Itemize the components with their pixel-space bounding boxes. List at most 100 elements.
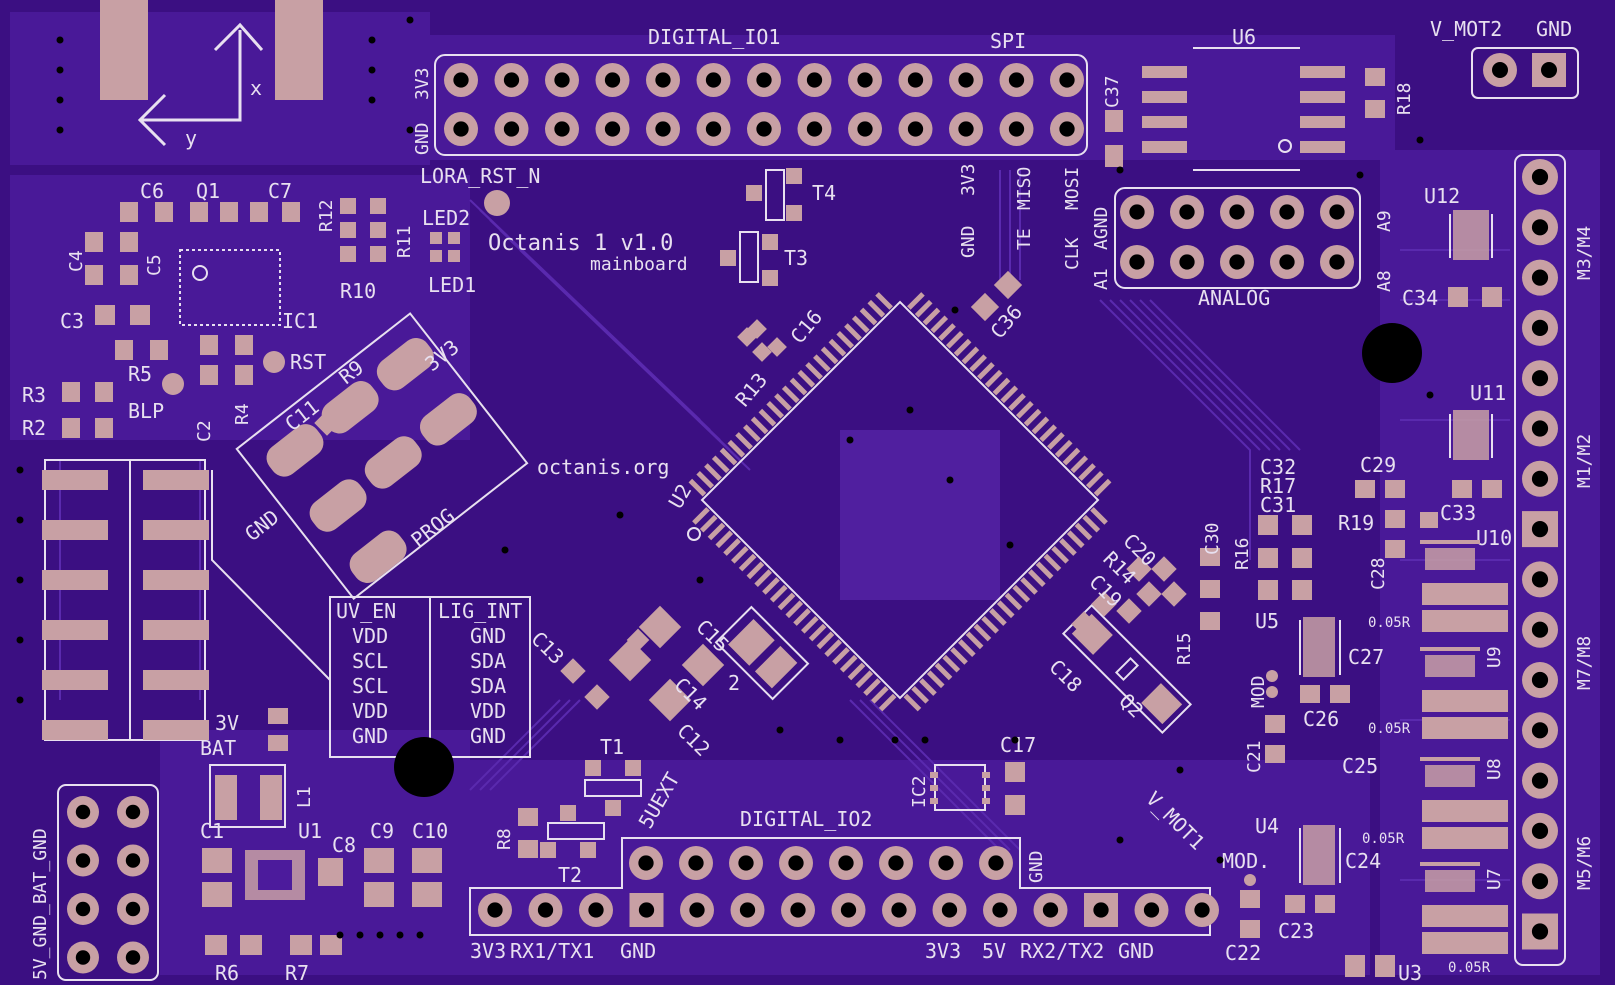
mcu-pin (797, 369, 816, 388)
via (951, 306, 959, 314)
shunt-resistor (1422, 932, 1508, 954)
t4-label: T4 (812, 181, 836, 205)
mcu-pin (785, 600, 804, 619)
mcu-pin (731, 545, 749, 564)
drill-hole (1531, 420, 1549, 437)
drill-hole (840, 902, 857, 918)
r2-label: R2 (22, 416, 46, 440)
mount-pad-left (100, 0, 148, 100)
drill-hole (554, 121, 570, 137)
c6-label: C6 (140, 179, 164, 203)
drill-hole (1531, 269, 1549, 286)
u11-label: U11 (1470, 381, 1506, 405)
via (891, 736, 899, 744)
smd-pad (42, 620, 108, 640)
via (1216, 856, 1224, 864)
c17-label: C17 (1000, 733, 1036, 757)
m78-label: M7/M8 (1574, 636, 1595, 690)
analog-a8-label: A8 (1374, 270, 1395, 292)
c10-label: C10 (412, 819, 448, 843)
bottom-3v3-left: 3V3 (470, 939, 506, 963)
spi-miso-label: MISO (1014, 167, 1035, 210)
drill-hole (1531, 722, 1549, 739)
mcu-pin (1020, 577, 1038, 595)
t2-label: T2 (558, 863, 582, 887)
t1-label: T1 (600, 735, 624, 759)
drill-hole (1229, 204, 1245, 220)
via (56, 66, 64, 74)
drill-hole (857, 72, 873, 88)
mcu-pin (1000, 385, 1019, 404)
mcu-pin (1062, 447, 1081, 466)
via (16, 516, 24, 524)
via (406, 16, 414, 24)
led2-label: LED2 (422, 206, 470, 230)
drill-hole (705, 121, 722, 137)
axis-x-label: x (250, 76, 262, 100)
vias (16, 16, 1434, 939)
drill-hole (1531, 772, 1549, 789)
bottom-3v3-right: 3V3 (925, 939, 961, 963)
bottom-gnd-right: GND (1118, 939, 1154, 963)
mcu-pin (781, 385, 800, 404)
drill-hole (487, 902, 503, 918)
mcu-pin (977, 362, 995, 380)
drill-hole (604, 121, 621, 137)
mcu-pin (813, 354, 831, 373)
c32-label: C32 (1260, 455, 1296, 479)
mod-label: MOD (1248, 675, 1269, 708)
via (336, 931, 344, 939)
drill-hole (992, 902, 1008, 918)
spi-te-label: TE (1014, 228, 1035, 250)
via (946, 476, 954, 484)
drill-hole (1093, 902, 1109, 918)
smd-pad (42, 520, 108, 540)
drill-hole (958, 121, 974, 137)
mcu-pin (930, 315, 949, 334)
drill-hole (958, 72, 974, 88)
drill-hole (125, 804, 141, 820)
c25-label: C25 (1342, 754, 1378, 778)
drill-hole (1059, 72, 1075, 88)
drill-hole (938, 855, 954, 871)
r8-label: R8 (494, 828, 515, 850)
shunt-resistor (1422, 690, 1508, 712)
mcu-pin (1039, 424, 1057, 443)
drill-hole (503, 121, 520, 137)
via (56, 96, 64, 104)
drill-hole (1143, 902, 1160, 918)
drill-hole (125, 901, 141, 917)
mcu-pin (945, 331, 964, 349)
analog-label: ANALOG (1198, 286, 1270, 310)
digital-io1-header (434, 54, 1088, 156)
drill-hole (554, 72, 570, 88)
c29-label: C29 (1360, 453, 1396, 477)
mcu-pin (839, 654, 858, 673)
drill-hole (1531, 822, 1549, 840)
mcu-pin (816, 631, 835, 650)
sensor-right-row: GND (470, 624, 506, 648)
drill-hole (453, 72, 469, 88)
smd-pad (143, 670, 209, 690)
analog-agnd-label: AGND (1091, 207, 1112, 250)
sensor-right-row: SDA (470, 649, 506, 673)
mcu-pin (855, 670, 874, 689)
driver-chip (1425, 548, 1475, 570)
mcu-pin (715, 530, 734, 549)
via (1116, 836, 1124, 844)
via (16, 636, 24, 644)
u12-label: U12 (1424, 184, 1460, 208)
via (1426, 391, 1434, 399)
mcu-pin (808, 623, 827, 642)
sensor-right-row: GND (470, 724, 506, 748)
u6-chip (1142, 47, 1345, 171)
c24-label: C24 (1345, 849, 1381, 873)
drill-hole (655, 121, 671, 137)
drill-hole (705, 72, 722, 88)
led1-label: LED1 (428, 273, 476, 297)
bottom-5v-label: 5V (982, 939, 1006, 963)
rst-label: RST (290, 350, 326, 374)
shunt-resistor (1422, 583, 1508, 605)
via (56, 126, 64, 134)
mcu-pin (950, 647, 968, 665)
